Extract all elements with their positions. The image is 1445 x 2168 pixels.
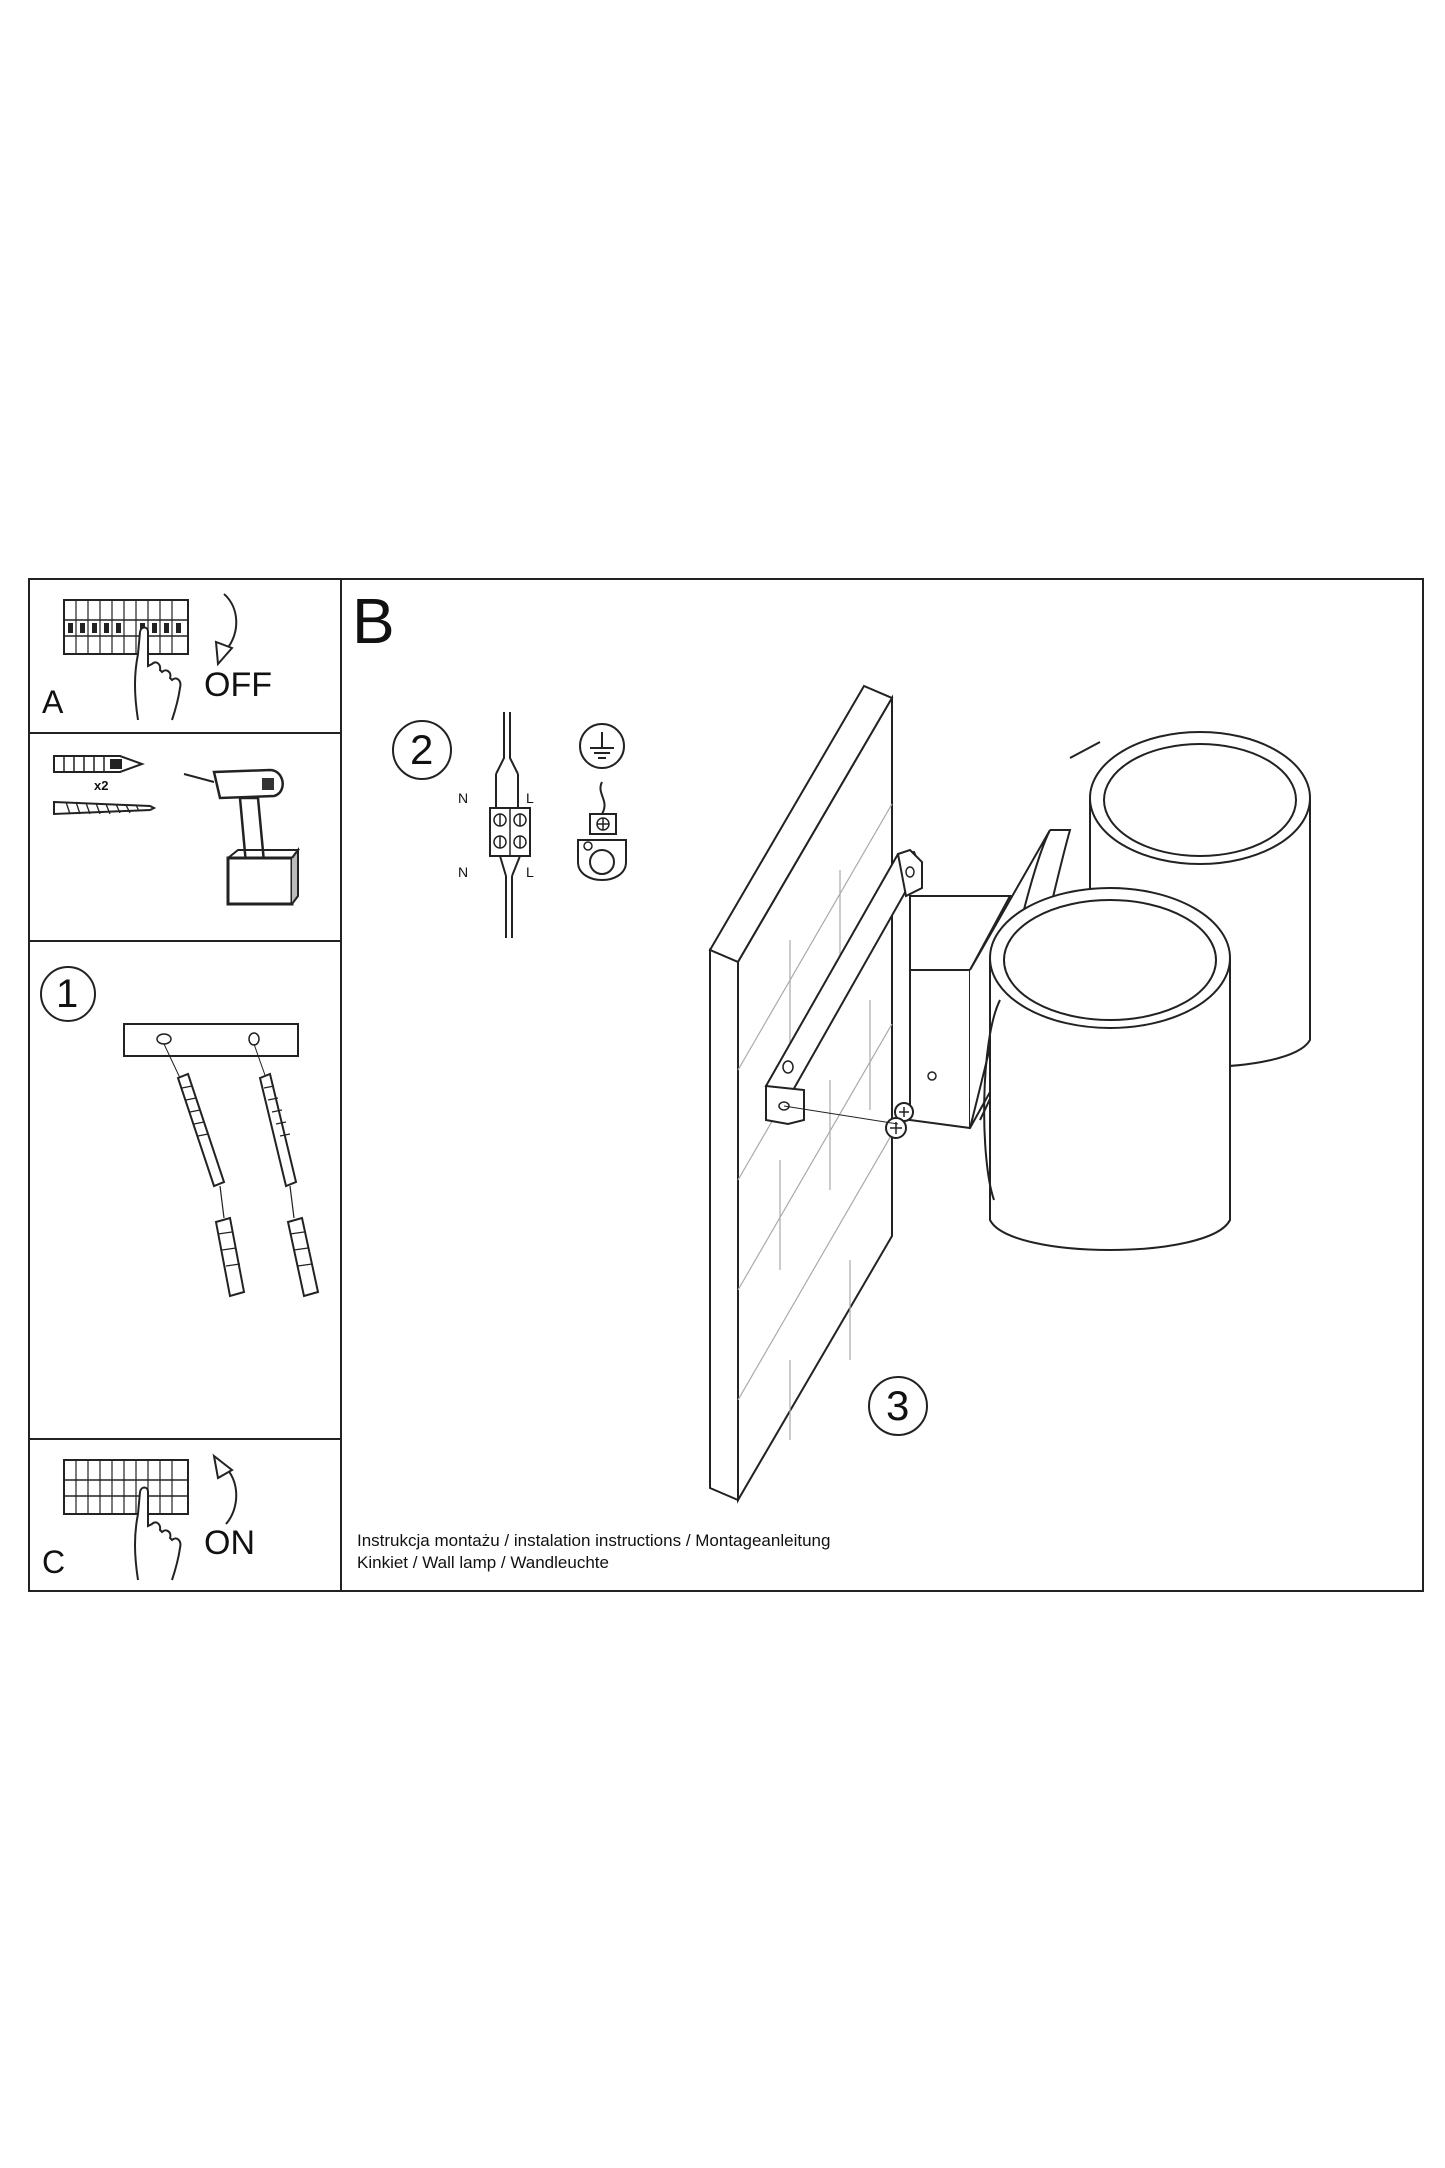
panel-a-letter: A — [42, 684, 64, 720]
drill-icon — [183, 768, 300, 906]
step1-number: 1 — [56, 972, 79, 1016]
caption-line-1: Instrukcja montażu / instalation instruc… — [357, 1531, 831, 1550]
wall-plug-icon — [53, 755, 145, 773]
wall-mount-diagram — [123, 1023, 320, 1298]
left-column-divider — [340, 580, 342, 1592]
circuit-breaker-icon — [63, 1459, 189, 1515]
wall-lamp-assembly — [708, 684, 1311, 1504]
hand-icon — [134, 1486, 182, 1581]
wire-label-n-top: N — [458, 790, 469, 806]
screw-icon — [53, 800, 157, 816]
curved-arrow-icon — [212, 1453, 238, 1525]
step3-number: 3 — [886, 1382, 910, 1429]
panel-b-letter: B — [352, 585, 395, 657]
step1-number-circle — [40, 966, 96, 1022]
panel-step1: 1 — [30, 942, 340, 1438]
caption-line-2: Kinkiet / Wall lamp / Wandleuchte — [357, 1553, 609, 1572]
step2-number-circle — [392, 720, 452, 780]
terminal-block-icon — [489, 712, 531, 938]
panel-c: ON C — [30, 1440, 340, 1592]
switch-off-label: OFF — [204, 666, 272, 704]
divider-step1-c — [30, 1438, 341, 1440]
panel-tools: x2 — [30, 732, 340, 940]
curved-arrow-icon — [214, 593, 238, 667]
switch-on-label: ON — [204, 1524, 255, 1562]
wire-label-l-bottom: L — [526, 864, 534, 880]
divider-a-tools — [30, 732, 341, 734]
panel-c-letter: C — [42, 1544, 66, 1580]
wire-label-n-bottom: N — [458, 864, 469, 880]
quantity-label: x2 — [94, 778, 109, 793]
hand-icon — [134, 626, 182, 721]
wire-label-l-top: L — [526, 790, 534, 806]
ground-symbol-icon — [577, 723, 627, 881]
divider-tools-step1 — [30, 940, 341, 942]
panel-a: OFF A — [30, 580, 340, 732]
step2-number: 2 — [410, 726, 434, 773]
instruction-sheet: OFF A x2 1 — [28, 578, 1424, 1592]
